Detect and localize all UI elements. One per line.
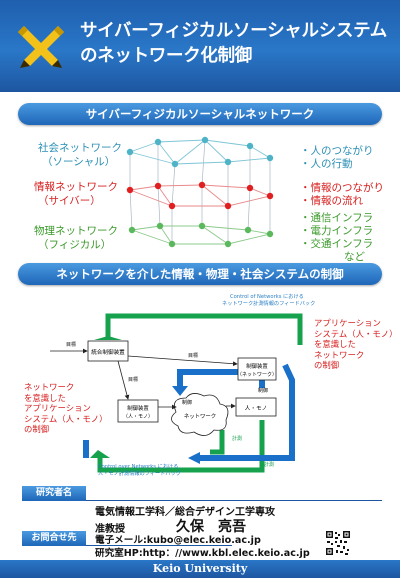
information-items: ・情報のつながり ・情報の流れ (300, 182, 384, 208)
svg-text:（人・モノ）: （人・モノ） (123, 414, 153, 420)
network-controller-box (237, 357, 277, 381)
svg-text:計測: 計測 (264, 461, 274, 468)
social-item: ・人のつながり (300, 145, 374, 157)
svg-text:目標: 目標 (128, 376, 138, 383)
poster-title: サイバーフィジカルソーシャルシステム のネットワーク化制御 (80, 19, 387, 69)
information-network-label: 情報ネットワーク （サイバー） (34, 180, 118, 208)
top-caption: Control of Networks における (230, 293, 304, 300)
network-cloud (171, 393, 229, 436)
title-line-1: サイバーフィジカルソーシャルシステム (80, 21, 387, 41)
contact-email[interactable]: 電子メール:kubo@elec.keio.ac.jp (95, 535, 261, 546)
right-side-note: アプリケーション システム（人・モノ） を意識した ネットワーク の制御 (314, 318, 398, 370)
svg-text:制御: 制御 (258, 387, 268, 394)
left-side-note: ネットワーク を意識した アプリケーション システム（人・モノ） の制御 (24, 382, 108, 434)
researcher-name: 久保 亮吾 (176, 519, 246, 535)
title-line-2: のネットワーク化制御 (80, 46, 252, 66)
qr-code-icon[interactable] (325, 530, 351, 556)
svg-text:制御装置: 制御装置 (246, 362, 268, 370)
physical-item: など (344, 251, 365, 263)
svg-text:制御装置: 制御装置 (127, 404, 149, 412)
svg-text:ネットワーク: ネットワーク (184, 413, 216, 420)
physical-network-label: 物理ネットワーク （フィジカル） (34, 224, 118, 252)
bottom-caption: Control over Networks における (98, 463, 178, 470)
information-item: ・情報の流れ (300, 195, 363, 207)
svg-text:制御: 制御 (182, 399, 192, 406)
svg-text:目標: 目標 (66, 341, 76, 348)
footer-university: Keio University (0, 560, 400, 578)
svg-text:計測: 計測 (232, 435, 242, 442)
svg-text:（ネットワーク）: （ネットワーク） (237, 372, 277, 378)
physical-item: ・電力インフラ (300, 225, 374, 237)
svg-text:人・モノ: 人・モノ (245, 405, 267, 412)
control-diagram: Control of Networks における ネットワーク計測情報のフィード… (50, 293, 315, 477)
researcher-row: 研究者名 (22, 486, 382, 501)
researcher-position: 准教授 (95, 524, 125, 535)
top-caption: ネットワーク計測情報のフィードバック (222, 299, 315, 307)
section-heading-control: ネットワークを介した情報・物理・社会システムの制御 (18, 263, 382, 285)
information-nodes (126, 181, 274, 210)
crossed-pens-logo-icon (18, 26, 64, 68)
svg-text:目標: 目標 (188, 352, 198, 359)
information-network-name: 情報ネットワーク (34, 181, 118, 193)
information-item: ・情報のつながり (300, 182, 384, 194)
social-items: ・人のつながり ・人の行動 (300, 145, 374, 171)
section-heading-network: サイバーフィジカルソーシャルネットワーク (18, 103, 382, 125)
researcher-tag: 研究者名 (22, 486, 86, 501)
information-network-sub: （サイバー） (38, 195, 101, 207)
people-things-box (235, 397, 277, 417)
social-network-name: 社会ネットワーク (38, 142, 122, 154)
physical-item: ・交通インフラ (300, 238, 374, 250)
social-item: ・人の行動 (300, 158, 353, 170)
bottom-caption: 人・モノ計測情報のフィードバック (98, 469, 181, 477)
social-network-label: 社会ネットワーク （ソーシャル） (38, 141, 122, 169)
contact-row: お問合せ先 (22, 531, 232, 546)
integrated-controller-box (87, 340, 129, 362)
physical-nodes (128, 222, 274, 248)
physical-network-sub: （フィジカル） (38, 239, 112, 251)
physical-item: ・通信インフラ (300, 212, 374, 224)
thing-controller-box (117, 399, 159, 423)
department: 電気情報工学科／総合デザイン工学専攻 (95, 507, 275, 518)
svg-text:統合制御装置: 統合制御装置 (91, 348, 125, 356)
contact-tag: お問合せ先 (22, 531, 86, 546)
green-arrowhead (94, 336, 122, 340)
poster-header: サイバーフィジカルソーシャルシステム のネットワーク化制御 (0, 0, 400, 92)
physical-network-name: 物理ネットワーク (34, 225, 118, 237)
social-nodes (126, 136, 274, 168)
social-network-sub: （ソーシャル） (42, 156, 116, 168)
physical-items: ・通信インフラ ・電力インフラ ・交通インフラ など (300, 212, 373, 264)
lab-homepage-link[interactable]: 研究室HP:http：//www.kbl.elec.keio.ac.jp (95, 548, 310, 559)
layered-network-graphic (126, 136, 274, 248)
